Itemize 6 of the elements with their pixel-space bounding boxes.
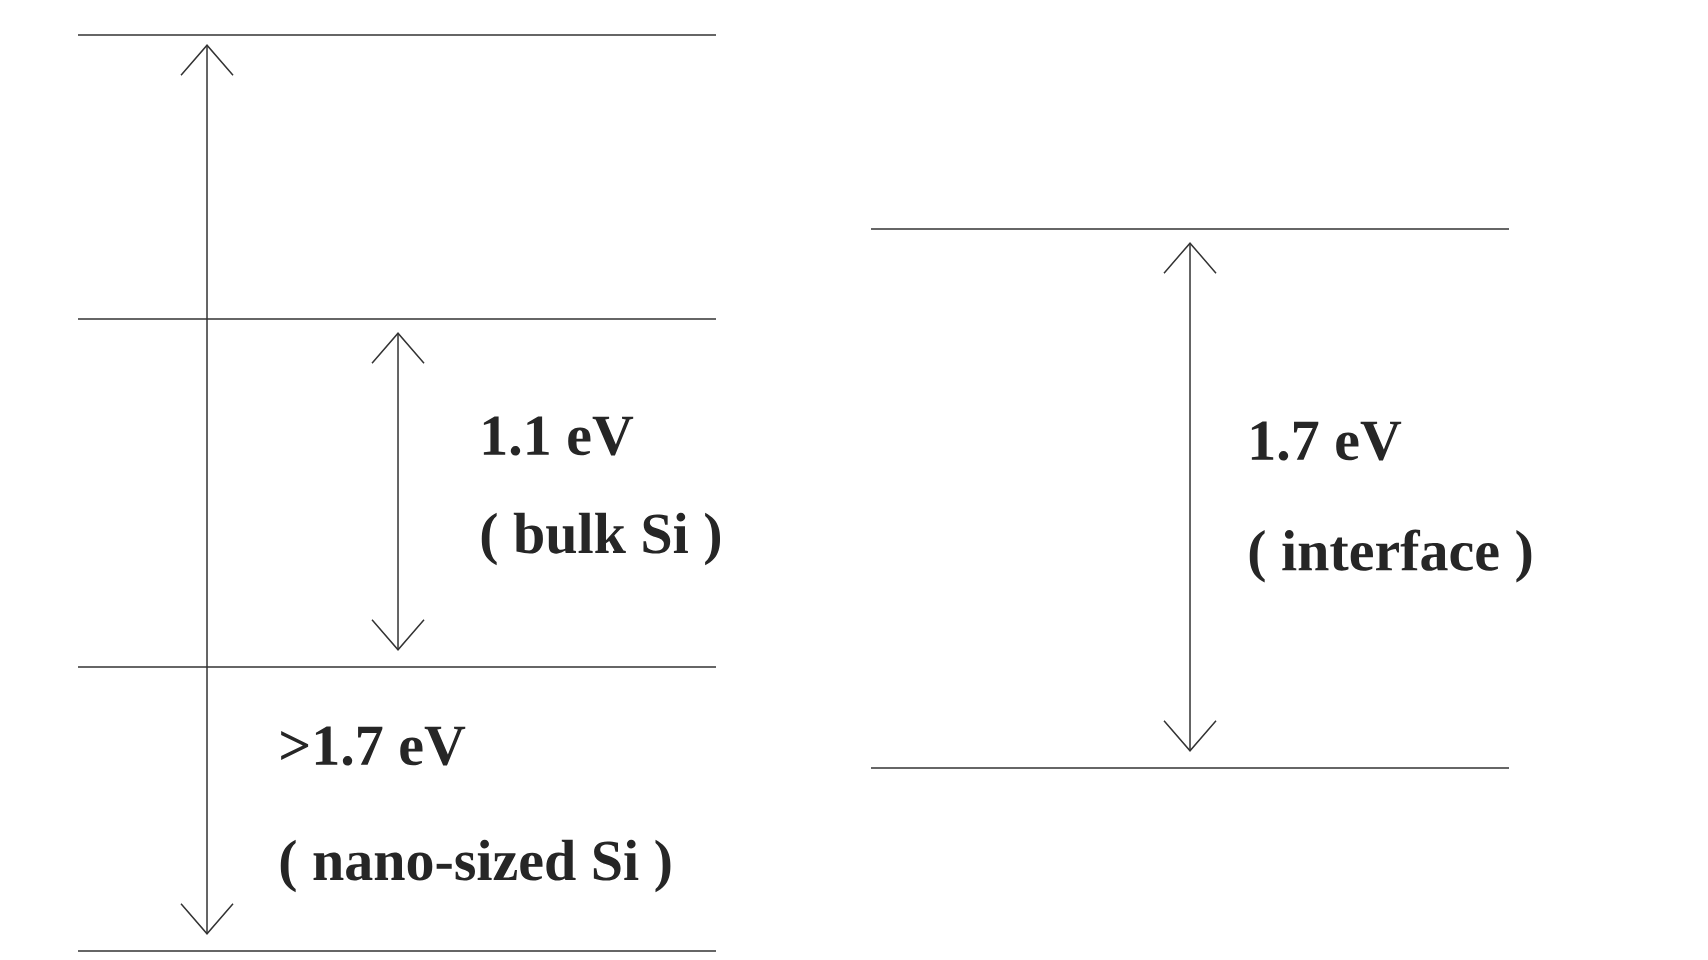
energy-label: 1.7 eV [1251,421,1402,461]
energy-label: >1.7 eV [281,726,466,766]
energy-label: ( interface ) [1249,529,1532,583]
energy-label: ( bulk Si ) [481,512,721,566]
energy-label: ( nano-sized Si ) [280,839,671,893]
energy-label: 1.1 eV [483,416,634,456]
